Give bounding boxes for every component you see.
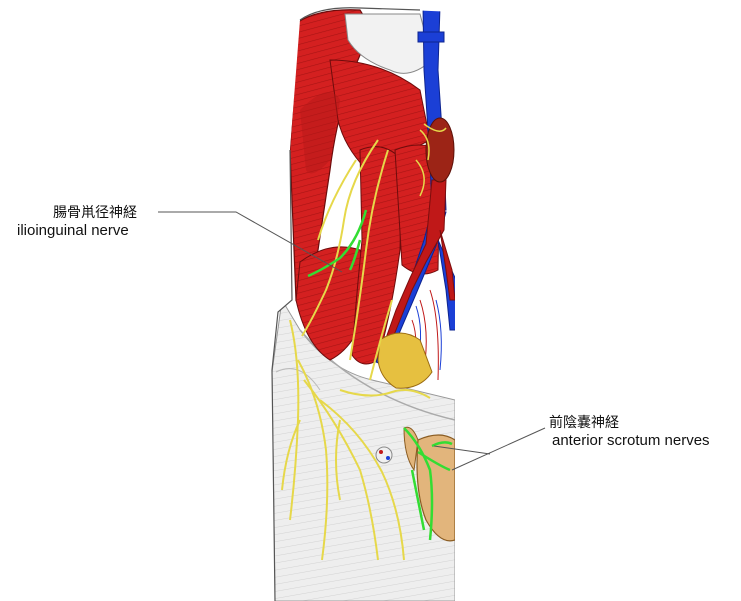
label-ilioinguinal-nerve: 腸骨鼡径神経 ilioinguinal nerve <box>17 204 137 240</box>
label-ilioinguinal-en: ilioinguinal nerve <box>17 222 129 239</box>
label-scrotal-en: anterior scrotum nerves <box>552 432 710 449</box>
leader-line-scrotal-2 <box>433 445 491 455</box>
label-anterior-scrotal-nerves: 前陰嚢神経 anterior scrotum nerves <box>549 414 710 450</box>
highlighted-nerves <box>307 209 453 541</box>
nerves <box>281 139 431 561</box>
leader-line-scrotal-1 <box>451 427 546 471</box>
label-scrotal-jp: 前陰嚢神経 <box>549 415 619 431</box>
body-outline <box>271 7 421 601</box>
pelvic-organ <box>377 332 433 389</box>
leader-line-ilioinguinal <box>158 211 343 273</box>
great-vessels <box>375 7 455 381</box>
label-ilioinguinal-jp: 腸骨鼡径神経 <box>53 205 137 221</box>
